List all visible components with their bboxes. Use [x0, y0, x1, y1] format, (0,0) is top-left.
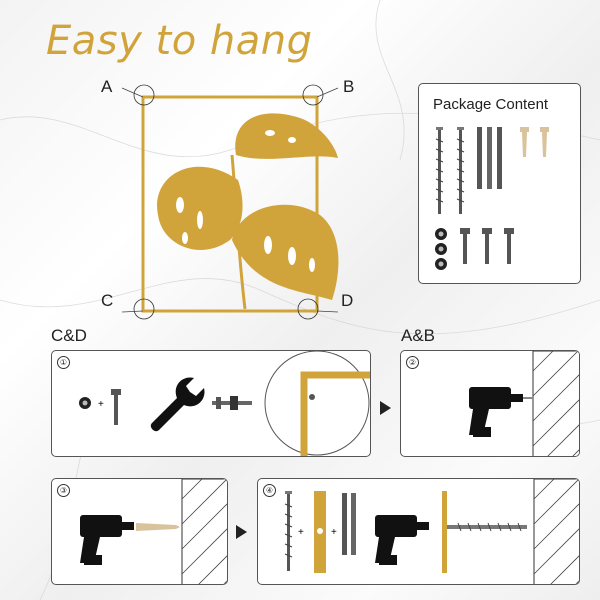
- wrench-icon: [150, 377, 205, 432]
- step-1-badge: ①: [57, 356, 70, 369]
- wall-icon: [533, 479, 579, 584]
- anchor-icon: [136, 523, 180, 531]
- step-4-badge: ④: [263, 484, 276, 497]
- step-3-badge: ③: [57, 484, 70, 497]
- step-2-badge: ②: [406, 356, 419, 369]
- page-title: Easy to hang: [46, 18, 313, 64]
- corner-label-c: C: [101, 291, 114, 310]
- mounting-plate-icon: [314, 491, 326, 573]
- leaf-icon: [157, 113, 339, 310]
- corner-d-marker: [297, 298, 319, 320]
- step-arrow-1: [380, 401, 391, 415]
- anchor-icon: [520, 127, 549, 157]
- corner-c-marker: [133, 298, 155, 320]
- section-label-cd: C&D: [51, 326, 87, 345]
- package-content-title: Package Content: [433, 96, 549, 113]
- step-1-card: ① +: [51, 350, 371, 457]
- rod-icon: [342, 493, 356, 555]
- screw-icon: [447, 522, 527, 532]
- frame-corner-detail: [300, 371, 370, 456]
- rod-icon: [477, 127, 502, 189]
- step-3-card: ③: [51, 478, 228, 585]
- step-arrow-2: [236, 525, 247, 539]
- wall-icon: [181, 479, 227, 584]
- plus-sign: +: [298, 527, 304, 538]
- wall-icon: [532, 351, 579, 456]
- corner-a-marker: [133, 84, 155, 106]
- nut-icon: [435, 228, 447, 270]
- corner-label-b: B: [343, 77, 355, 96]
- package-content-card: Package Content: [418, 83, 581, 284]
- mounting-plate-icon: [442, 491, 447, 573]
- screw-icon: [435, 127, 465, 214]
- step-4-card: ④ + +: [257, 478, 580, 585]
- svg-text:+: +: [98, 399, 104, 410]
- corner-label-a: A: [101, 77, 113, 96]
- corner-b-marker: [302, 84, 324, 106]
- screw-icon: [284, 491, 293, 571]
- bolt-icon: [111, 389, 121, 425]
- step-2-card: ②: [400, 350, 580, 457]
- nut-icon: [79, 397, 91, 409]
- corner-label-d: D: [341, 291, 354, 310]
- plus-sign: +: [331, 527, 337, 538]
- drill-icon: [469, 387, 533, 437]
- bolt-icon: [460, 228, 514, 264]
- section-label-ab: A&B: [401, 326, 436, 345]
- assembled-bolt-icon: [212, 396, 252, 410]
- drill-icon: [80, 515, 134, 565]
- drill-icon: [375, 515, 429, 565]
